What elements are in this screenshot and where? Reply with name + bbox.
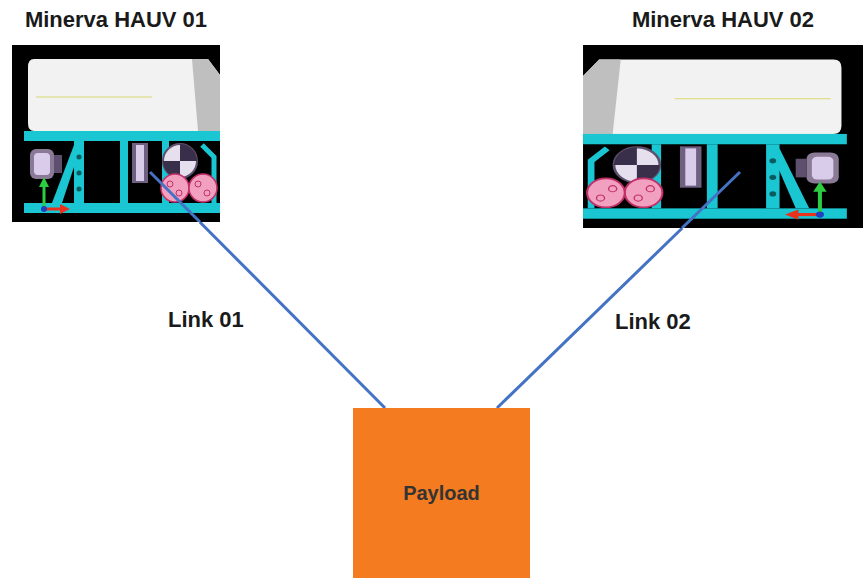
hauv-illustration <box>12 45 220 222</box>
vehicle-panel: Minerva HAUV 01 <box>12 45 220 222</box>
payload-label: Payload <box>403 482 480 505</box>
hauv-illustration <box>583 45 863 228</box>
link-label: Link 02 <box>612 308 694 336</box>
link-label: Link 01 <box>165 306 247 334</box>
payload-box: Payload <box>353 408 530 578</box>
vehicle-title: Minerva HAUV 02 <box>543 7 863 33</box>
vehicle-panel: Minerva HAUV 02 <box>583 45 863 228</box>
vehicle-title: Minerva HAUV 01 <box>0 7 260 33</box>
